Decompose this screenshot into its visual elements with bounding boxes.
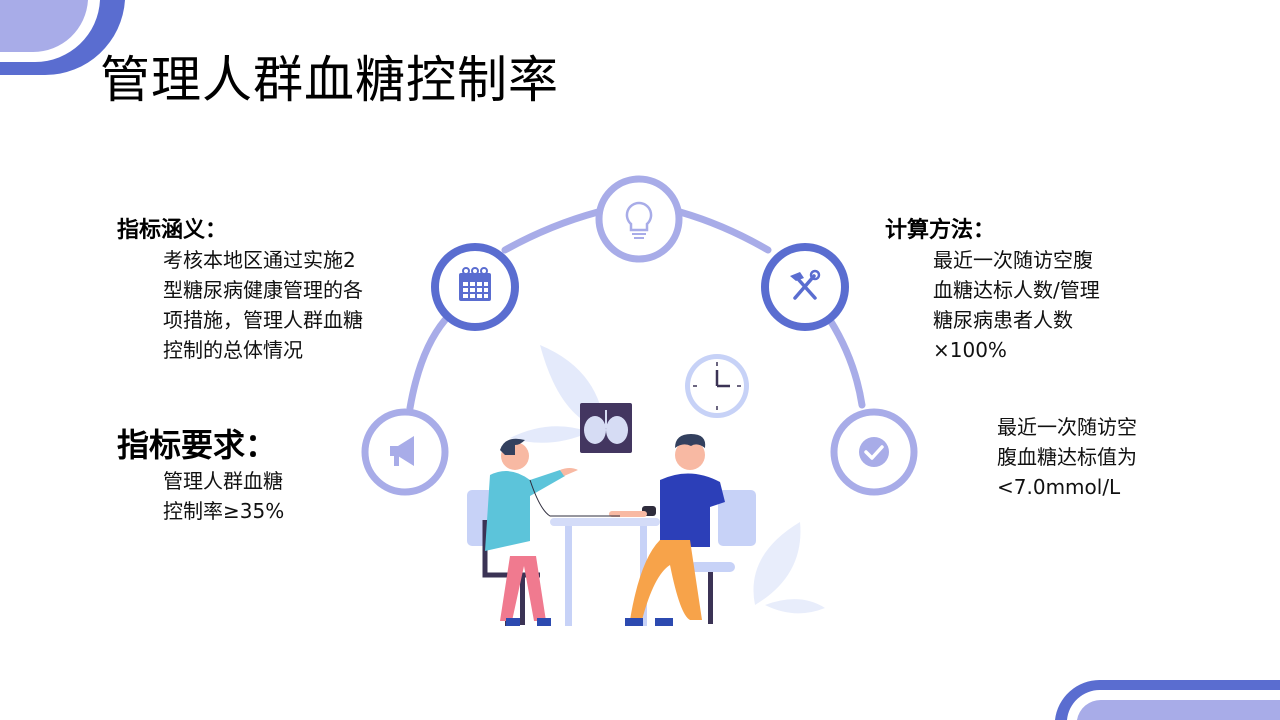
method-text: 最近一次随访空腹 血糖达标人数/管理 糖尿病患者人数 ×100%: [933, 245, 1100, 365]
method-heading: 计算方法：: [885, 218, 996, 243]
corner-decoration-bottom-right: [1055, 680, 1280, 720]
method-line: 糖尿病患者人数: [933, 308, 1073, 332]
meaning-line: 项措施，管理人群血糖: [163, 308, 363, 332]
xray-icon: [580, 403, 632, 453]
meaning-line: 型糖尿病健康管理的各: [163, 278, 363, 302]
meaning-line: 考核本地区通过实施2: [163, 248, 356, 272]
requirement-line: 管理人群血糖: [163, 469, 283, 493]
requirement-text: 管理人群血糖 控制率≥35%: [163, 466, 284, 526]
standard-line: <7.0mmol/L: [997, 475, 1121, 499]
meaning-text: 考核本地区通过实施2 型糖尿病健康管理的各 项措施，管理人群血糖 控制的总体情况: [163, 245, 363, 365]
method-line: ×100%: [933, 338, 1007, 362]
method-line: 血糖达标人数/管理: [933, 278, 1100, 302]
standard-line: 腹血糖达标值为: [997, 445, 1137, 469]
check-icon: [830, 408, 918, 496]
megaphone-icon: [361, 408, 449, 496]
arc-illustration: [361, 175, 918, 626]
clock-icon: [685, 354, 749, 418]
tools-icon: [761, 243, 849, 331]
requirement-line: 控制率≥35%: [163, 499, 285, 523]
method-line: 最近一次随访空腹: [933, 248, 1093, 272]
calendar-icon: [431, 243, 519, 331]
lightbulb-icon: [595, 175, 683, 263]
corner-decoration-top-left: [0, 0, 125, 76]
meaning-heading: 指标涵义：: [117, 218, 228, 243]
standard-text: 最近一次随访空 腹血糖达标值为 <7.0mmol/L: [997, 412, 1137, 502]
page-title: 管理人群血糖控制率: [100, 51, 559, 109]
meaning-line: 控制的总体情况: [163, 338, 303, 362]
standard-line: 最近一次随访空: [997, 415, 1137, 439]
requirement-heading: 指标要求：: [117, 426, 278, 464]
